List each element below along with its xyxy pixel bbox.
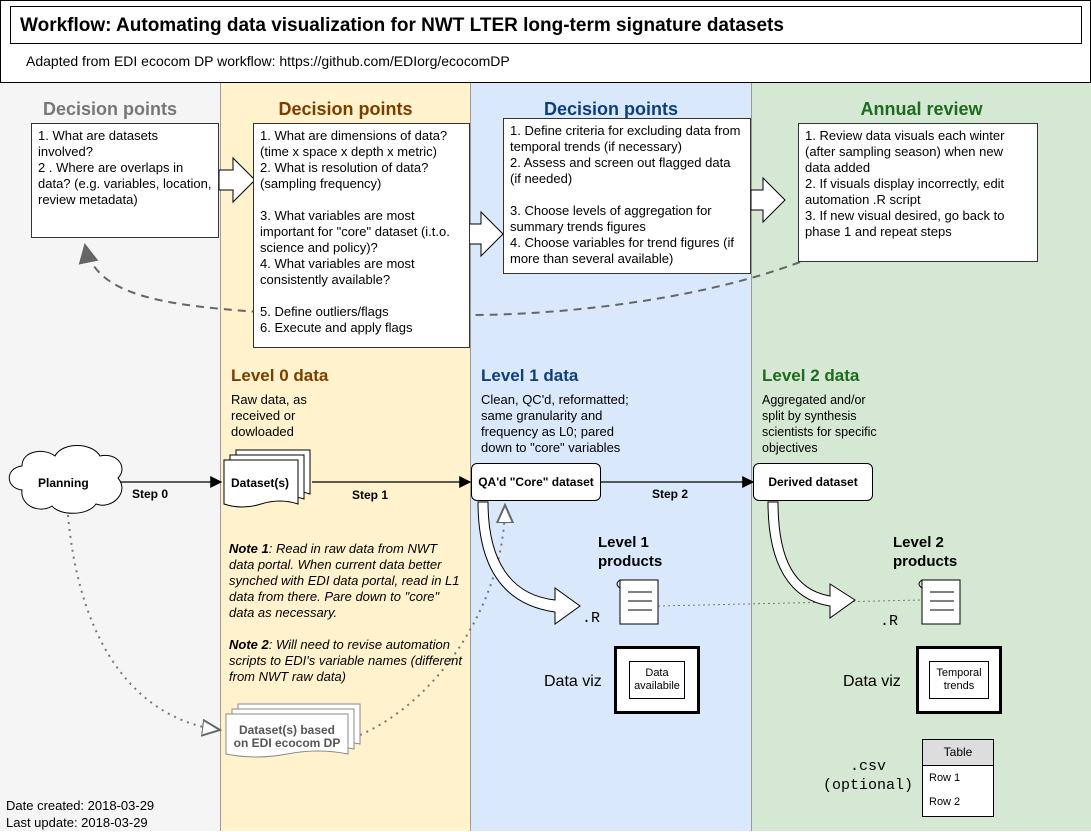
r-script-icon-l1 [616,579,659,625]
l2-viz-box: Temporal trends [929,661,989,699]
note-2-text: : Will need to revise automation scripts… [229,637,462,684]
decision-box-level0: 1. What are dimensions of data? (time x … [253,123,470,348]
l1-viz-box: Data availabile [629,661,685,699]
csv-label: .csv (optional) [823,758,914,794]
level0-desc: Raw data, as received or dowloaded [231,392,307,439]
decision-box-planning: 1. What are datasets involved? 2 . Where… [31,123,219,238]
level1-desc: Clean, QC'd, reformatted; same granulari… [481,392,629,455]
csv-table-row: Row 1 [929,772,961,784]
l2-dataviz-label: Data viz [843,673,901,690]
date-created: Date created: 2018-03-29 [6,798,155,813]
derived-dataset-node: Derived dataset [753,463,873,501]
step1-label: Step 1 [352,488,389,502]
hollow-arrow-1 [218,156,256,204]
csv-table-row: Row 2 [929,796,961,808]
level2-desc: Aggregated and/or split by synthesis sci… [762,393,877,455]
note-2-label: Note 2 [229,637,269,652]
core-dataset-node: QA'd "Core" dataset [471,463,601,501]
csv-table: Table Row 1 Row 2 [922,739,994,817]
curved-arrow-l1 [477,501,581,625]
last-update: Last update: 2018-03-29 [6,815,148,830]
csv-table-header: Table [923,740,993,766]
dotted-planning-edi [67,514,220,730]
edi-dataset-node: Dataset(s) based on EDI ecocom DP [233,723,341,750]
step2-label: Step 2 [652,487,689,501]
datasets-node: Dataset(s) [231,476,290,490]
page-title: Workflow: Automating data visualization … [20,15,784,36]
lane-title-1: Decision points [278,99,413,119]
curved-arrow-l2 [767,501,856,619]
dotted-script-link [657,599,923,607]
l2-products-title: Level 2 products [893,534,958,570]
l1-dataviz-label: Data viz [544,673,602,690]
lane-title-2: Decision points [543,99,678,119]
page-subtitle: Adapted from EDI ecocom DP workflow: htt… [26,53,510,69]
l2-viz-frame: Temporal trends [916,646,1002,714]
l1-products-title: Level 1 products [598,534,663,570]
lane-title-0: Decision points [42,99,177,119]
note-2: Note 2: Will need to revise automation s… [229,637,469,685]
l2-r-label: .R [880,613,899,630]
hollow-arrow-3 [750,176,786,224]
edi-stack-shape [225,713,349,758]
level1-title: Level 1 data [481,366,579,385]
title-box [10,6,1082,44]
note-1-text: : Read in raw data from NWT data portal.… [229,541,460,620]
note-1-label: Note 1 [229,541,269,556]
feedback-loop [78,243,801,317]
planning-node: Planning [38,476,89,490]
decision-box-level1: 1. Define criteria for excluding data fr… [503,118,751,274]
planning-cloud-shape [8,445,123,514]
lane-title-3: Annual review [860,99,983,119]
decision-box-level2: 1. Review data visuals each winter (afte… [798,123,1038,262]
step0-label: Step 0 [132,487,169,501]
r-script-icon-l2 [918,579,961,625]
dataset-stack-shape [223,459,299,508]
l1-viz-frame: Data availabile [614,646,700,714]
level2-title: Level 2 data [762,366,860,385]
hollow-arrow-2 [468,210,504,258]
level0-title: Level 0 data [231,366,329,385]
l1-r-label: .R [582,610,601,627]
dotted-edi-core [359,505,505,736]
note-1: Note 1: Read in raw data from NWT data p… [229,541,465,621]
